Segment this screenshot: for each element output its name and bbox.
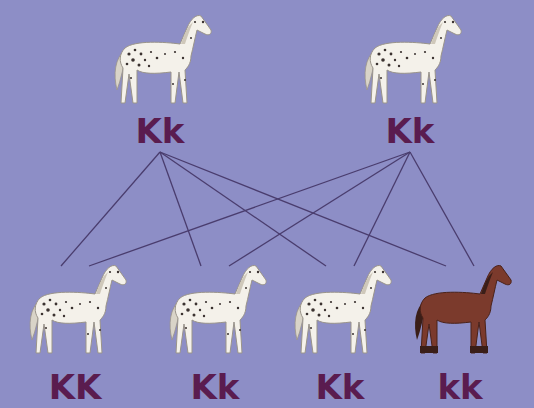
- genotype-node: Kk: [280, 262, 400, 406]
- genotype-label: Kk: [382, 114, 439, 150]
- genotype-label: kk: [433, 370, 486, 406]
- genotype-node: kk: [400, 262, 520, 406]
- genotype-label: KK: [45, 370, 106, 406]
- inheritance-line: [229, 152, 410, 266]
- inheritance-line: [160, 152, 446, 266]
- genotype-node: Kk: [155, 262, 275, 406]
- genotype-node: Kk: [129, 112, 192, 150]
- genotype-node: KK: [15, 262, 135, 406]
- inheritance-line: [160, 152, 326, 266]
- inheritance-line: [61, 152, 160, 266]
- inheritance-line: [160, 152, 201, 266]
- genotype-node: Kk: [379, 112, 442, 150]
- genotype-label: Kk: [132, 114, 189, 150]
- inheritance-line: [410, 152, 474, 266]
- inheritance-line: [89, 152, 410, 266]
- genotype-label: Kk: [312, 370, 369, 406]
- genotype-label: Kk: [187, 370, 244, 406]
- inheritance-line: [354, 152, 410, 266]
